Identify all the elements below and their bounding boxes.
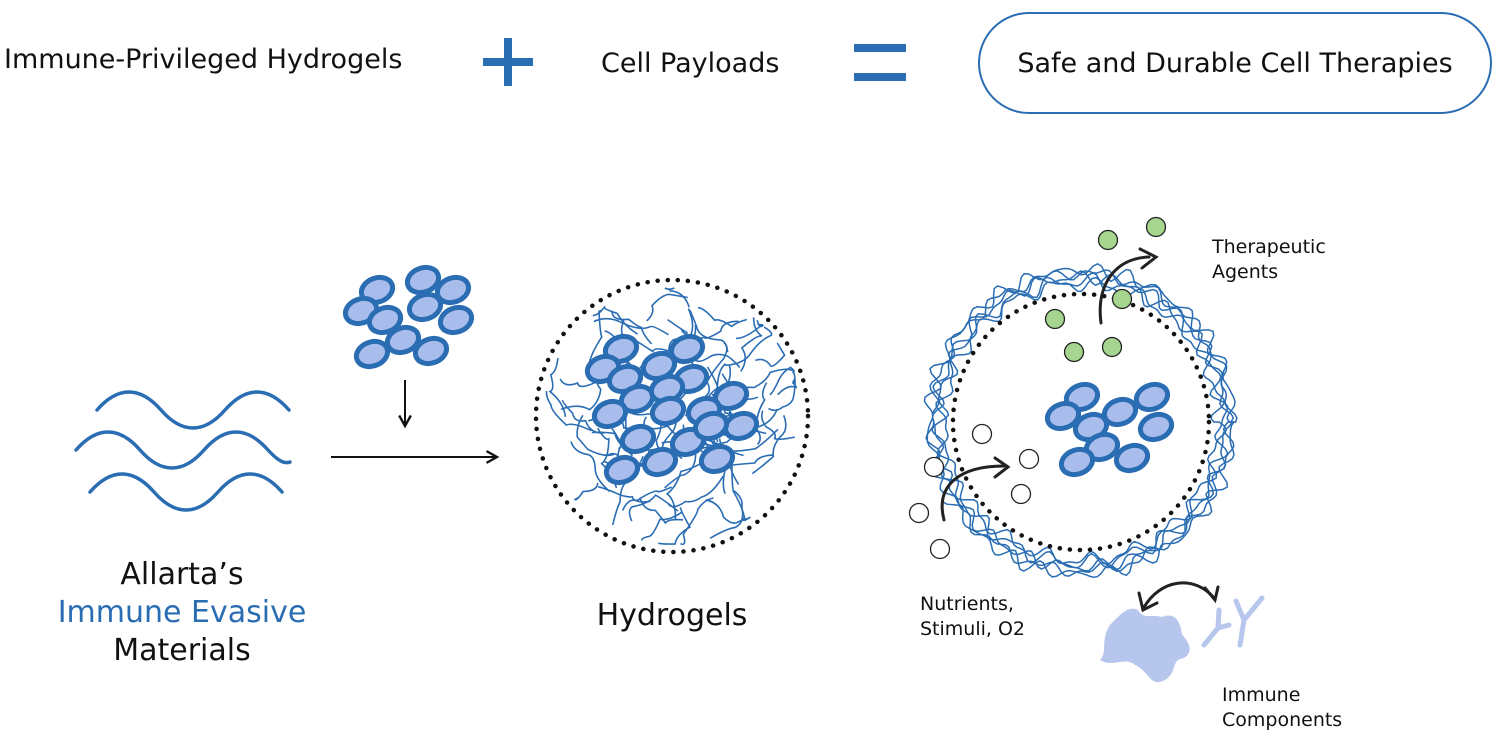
materials-line1: Allarta’s — [120, 557, 244, 592]
materials-label: Allarta’s Immune Evasive Materials — [52, 556, 312, 670]
cell — [1101, 396, 1139, 428]
cell — [1058, 446, 1096, 478]
therapeutic-agent — [1063, 341, 1085, 363]
cell — [698, 443, 736, 475]
therapeutic-line1: Therapeutic — [1212, 236, 1326, 258]
result-text: Safe and Durable Cell Therapies — [1017, 47, 1453, 79]
cell — [1133, 381, 1171, 413]
cell — [1137, 411, 1175, 443]
nutrients-label: Nutrients, Stimuli, O2 — [920, 592, 1025, 642]
materials-line3: Materials — [113, 633, 251, 668]
nutrient — [923, 456, 945, 478]
immune-line1: Immune — [1222, 684, 1301, 706]
term-cell-payloads: Cell Payloads — [601, 48, 780, 79]
nutrient — [971, 423, 993, 445]
therapeutic-agent — [1145, 216, 1167, 238]
plus-icon — [483, 38, 533, 88]
immune-cell-icon — [1100, 608, 1190, 683]
nutrient — [1018, 448, 1040, 470]
curved-arrow-icon — [940, 247, 1220, 613]
immune-components-label: Immune Components — [1222, 683, 1342, 733]
cell — [641, 446, 679, 478]
therapeutic-agent — [1101, 336, 1123, 358]
therapeutic-agent — [1097, 229, 1119, 251]
cell — [406, 291, 444, 323]
therapeutic-agent — [1044, 308, 1066, 330]
equals-icon — [854, 44, 906, 82]
materials-line2: Immune Evasive — [57, 595, 307, 630]
therapeutic-agents-label: Therapeutic Agents — [1212, 235, 1326, 285]
cell — [353, 338, 391, 370]
cell — [404, 264, 442, 296]
cell — [603, 454, 641, 486]
term-hydrogels: Immune-Privileged Hydrogels — [4, 44, 403, 75]
therapeutic-line2: Agents — [1212, 261, 1279, 283]
nutrients-line1: Nutrients, — [920, 593, 1014, 615]
cell-cluster-icon — [342, 264, 475, 370]
hydrogel-sphere-icon — [533, 277, 811, 555]
cell — [412, 335, 450, 367]
encapsulated-device-icon — [908, 216, 1238, 578]
cell — [437, 304, 475, 336]
cell — [591, 398, 629, 430]
cell — [649, 395, 687, 427]
therapeutic-agent — [1111, 288, 1133, 310]
immune-line2: Components — [1222, 709, 1343, 731]
cell — [619, 423, 657, 455]
nutrient — [908, 502, 930, 524]
cell — [1044, 400, 1082, 432]
cell — [358, 274, 396, 306]
antibody-icon — [1201, 595, 1265, 648]
result-pill: Safe and Durable Cell Therapies — [978, 12, 1492, 114]
hydrogel-label: Hydrogels — [596, 598, 748, 633]
nutrients-line2: Stimuli, O2 — [920, 618, 1026, 640]
cell — [366, 304, 404, 336]
cell — [1113, 442, 1151, 474]
wave-icon — [74, 390, 292, 512]
nutrient — [1010, 483, 1032, 505]
cell — [692, 410, 730, 442]
nutrient — [929, 538, 951, 560]
